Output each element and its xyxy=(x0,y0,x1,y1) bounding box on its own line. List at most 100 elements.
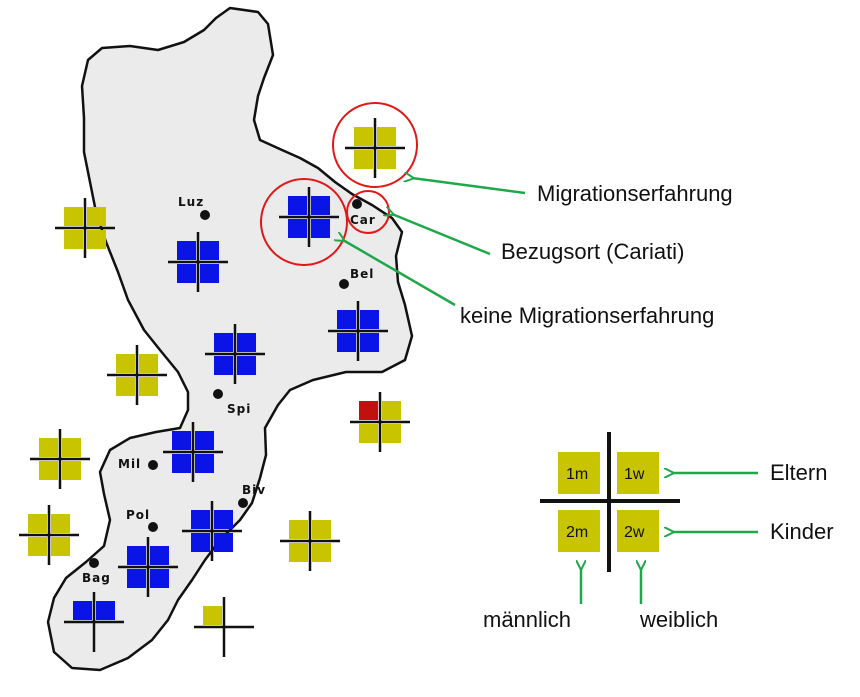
glyph-sea-east-square-tr xyxy=(382,401,401,420)
glyph-south-single-square-tl xyxy=(203,606,222,625)
town-dot-biv xyxy=(238,498,248,508)
glyph-car-square-tl xyxy=(288,196,307,215)
town-label-bag: Bag xyxy=(82,571,111,585)
legend-label-2w: 2w xyxy=(624,524,645,541)
glyph-sea-south-square-tl xyxy=(289,520,308,539)
glyph-west-mid-square-tl xyxy=(116,354,135,373)
glyph-south-single xyxy=(194,597,254,657)
annotation-migration: Migrationserfahrung xyxy=(537,181,733,206)
glyph-west-low-square-bl xyxy=(28,537,47,556)
glyph-west-mid-square-tr xyxy=(139,354,158,373)
arrow-reference xyxy=(392,214,491,256)
town-dot-luz xyxy=(200,210,210,220)
legend-female-label: weiblich xyxy=(639,607,718,632)
legend-label-1w: 1w xyxy=(624,466,645,483)
glyph-sea-east-square-tl xyxy=(359,401,378,420)
arrow-no-migration xyxy=(343,240,456,307)
glyph-bel-square-bl xyxy=(337,333,356,352)
glyph-sea-south xyxy=(280,511,340,571)
glyph-bag-square-tr xyxy=(96,601,115,620)
glyph-bag-square-tl xyxy=(73,601,92,620)
glyph-sea-east-square-bl xyxy=(359,424,378,443)
glyph-west-lower-square-tr xyxy=(62,438,81,457)
glyph-west-top-square-bl xyxy=(64,230,83,249)
glyph-car-square-br xyxy=(311,219,330,238)
town-label-pol: Pol xyxy=(126,508,150,522)
glyph-west-low-square-tr xyxy=(51,514,70,533)
legend-children-label: Kinder xyxy=(770,519,834,544)
glyph-car xyxy=(279,187,339,247)
town-label-car: Car xyxy=(350,213,376,227)
glyph-west-low-square-tl xyxy=(28,514,47,533)
glyph-biv-square-tl xyxy=(191,510,210,529)
town-dot-car xyxy=(352,199,362,209)
glyph-west-lower xyxy=(30,429,90,489)
legend-cell-2w xyxy=(617,510,659,552)
glyph-luz xyxy=(168,232,228,292)
glyph-bag xyxy=(64,592,124,652)
glyph-central-square-tl xyxy=(214,333,233,352)
legend-label-1m: 1m xyxy=(566,466,588,483)
glyph-bel-square-tl xyxy=(337,310,356,329)
glyph-sea-east xyxy=(350,392,410,452)
glyph-mil xyxy=(163,422,223,482)
glyph-car-square-tr xyxy=(311,196,330,215)
glyph-bel xyxy=(328,301,388,361)
glyph-west-top xyxy=(55,198,115,258)
town-dot-pol xyxy=(148,522,158,532)
glyph-central xyxy=(205,324,265,384)
glyph-mil-square-tl xyxy=(172,431,191,450)
town-dot-bel xyxy=(339,279,349,289)
legend-cell-2m xyxy=(558,510,600,552)
annotation-no-migration: keine Migrationserfahrung xyxy=(460,303,714,328)
legend: 1m 1w 2m 2w Eltern Kinder männlich weibl… xyxy=(483,432,834,632)
glyph-sea-east-square-br xyxy=(382,424,401,443)
glyph-top-right-square-tl xyxy=(354,127,373,146)
highlight-circle-migration xyxy=(332,102,418,188)
glyph-west-lower-square-br xyxy=(62,461,81,480)
glyph-sea-south-square-bl xyxy=(289,543,308,562)
glyph-bel-square-tr xyxy=(360,310,379,329)
glyph-bel-square-br xyxy=(360,333,379,352)
glyph-west-mid xyxy=(107,345,167,405)
glyph-west-lower-square-tl xyxy=(39,438,58,457)
glyph-sea-south-square-tr xyxy=(312,520,331,539)
glyph-pol-square-bl xyxy=(127,569,146,588)
glyph-mil-square-br xyxy=(195,454,214,473)
town-label-biv: Biv xyxy=(242,483,266,497)
town-label-mil: Mil xyxy=(118,457,141,471)
town-label-spi: Spi xyxy=(227,402,251,416)
legend-cell-1w xyxy=(617,452,659,494)
glyph-luz-square-tr xyxy=(200,241,219,260)
glyph-luz-square-bl xyxy=(177,264,196,283)
legend-male-label: männlich xyxy=(483,607,571,632)
highlight-circle-car xyxy=(260,178,348,266)
glyph-biv-square-br xyxy=(214,533,233,552)
glyph-biv-square-tr xyxy=(214,510,233,529)
town-dot-bag xyxy=(89,558,99,568)
glyph-pol-square-tr xyxy=(150,546,169,565)
glyph-pol-square-br xyxy=(150,569,169,588)
glyph-top-right-square-bl xyxy=(354,150,373,169)
glyph-top-right-square-br xyxy=(377,150,396,169)
glyph-central-square-br xyxy=(237,356,256,375)
glyph-top-right-square-tr xyxy=(377,127,396,146)
glyph-west-low xyxy=(19,505,79,565)
annotation-reference: Bezugsort (Cariati) xyxy=(501,239,684,264)
glyph-west-top-square-tl xyxy=(64,207,83,226)
glyph-central-square-tr xyxy=(237,333,256,352)
arrow-migration xyxy=(412,178,526,195)
glyph-west-top-square-tr xyxy=(87,207,106,226)
legend-cell-1m xyxy=(558,452,600,494)
glyph-sea-south-square-br xyxy=(312,543,331,562)
glyph-mil-square-tr xyxy=(195,431,214,450)
glyph-top-right xyxy=(345,118,405,178)
town-dot-mil xyxy=(148,460,158,470)
glyph-west-top-square-br xyxy=(87,230,106,249)
glyph-luz-square-br xyxy=(200,264,219,283)
glyph-biv-square-bl xyxy=(191,533,210,552)
glyph-west-lower-square-bl xyxy=(39,461,58,480)
legend-label-2m: 2m xyxy=(566,524,588,541)
glyph-pol xyxy=(118,537,178,597)
town-label-bel: Bel xyxy=(350,267,374,281)
